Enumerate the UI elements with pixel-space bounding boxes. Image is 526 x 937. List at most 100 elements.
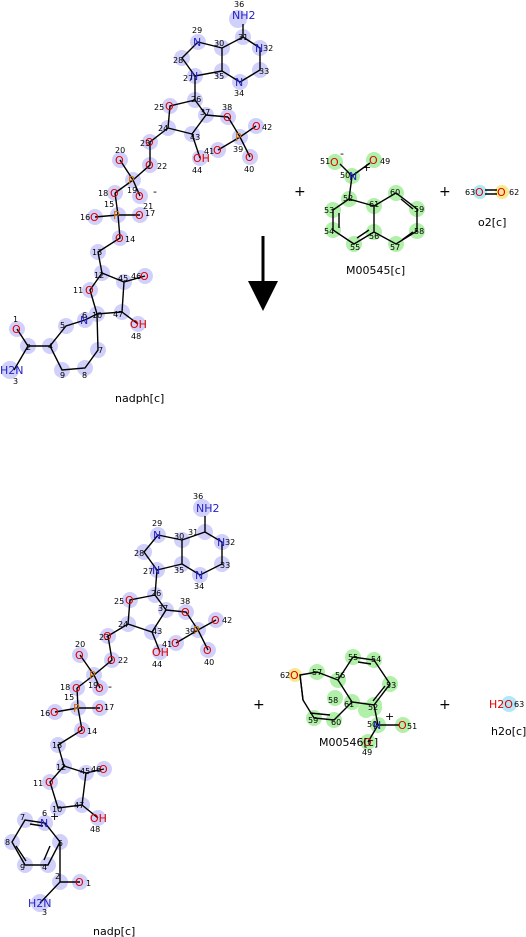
svg-text:O: O bbox=[171, 637, 180, 650]
svg-text:44: 44 bbox=[152, 660, 162, 669]
svg-text:O: O bbox=[90, 211, 99, 224]
svg-text:59: 59 bbox=[308, 716, 318, 725]
svg-text:O: O bbox=[45, 776, 54, 789]
svg-text:O: O bbox=[85, 284, 94, 297]
svg-text:50: 50 bbox=[340, 171, 350, 180]
svg-text:+: + bbox=[362, 161, 371, 174]
svg-text:55: 55 bbox=[348, 653, 358, 662]
svg-text:N: N bbox=[235, 76, 243, 89]
svg-text:55: 55 bbox=[350, 243, 360, 252]
svg-text:O: O bbox=[140, 270, 149, 283]
svg-text:47: 47 bbox=[113, 310, 123, 319]
svg-text:54: 54 bbox=[371, 655, 381, 664]
svg-text:H2N: H2N bbox=[28, 897, 52, 910]
svg-text:31: 31 bbox=[238, 33, 248, 42]
svg-text:48: 48 bbox=[131, 332, 141, 341]
svg-text:40: 40 bbox=[204, 658, 214, 667]
svg-text:29: 29 bbox=[152, 519, 162, 528]
svg-text:O: O bbox=[99, 763, 108, 776]
svg-text:9: 9 bbox=[60, 371, 65, 380]
svg-text:41: 41 bbox=[204, 147, 214, 156]
svg-text:28: 28 bbox=[173, 56, 183, 65]
svg-text:40: 40 bbox=[244, 165, 254, 174]
h2n-label: H2N bbox=[0, 364, 24, 377]
svg-text:57: 57 bbox=[390, 243, 400, 252]
svg-text:45: 45 bbox=[80, 767, 90, 776]
svg-text:N: N bbox=[152, 564, 160, 577]
svg-text:O: O bbox=[77, 724, 86, 737]
svg-text:O: O bbox=[145, 159, 154, 172]
svg-text:P: P bbox=[193, 624, 200, 637]
svg-text:36: 36 bbox=[193, 492, 203, 501]
svg-text:25: 25 bbox=[154, 103, 164, 112]
m00545-name: M00545[c] bbox=[346, 264, 405, 277]
svg-text:OH: OH bbox=[90, 812, 107, 825]
o2-structure: O O 63 62 bbox=[465, 185, 519, 199]
svg-text:43: 43 bbox=[152, 627, 162, 636]
svg-text:P: P bbox=[128, 174, 135, 187]
svg-text:O: O bbox=[330, 156, 339, 169]
nadph-name: nadph[c] bbox=[115, 392, 164, 405]
svg-text:37: 37 bbox=[158, 604, 168, 613]
svg-text:N: N bbox=[195, 569, 203, 582]
nadph-structure: NH2 N N N N O O P O O O OH O O P O O O P… bbox=[0, 0, 273, 386]
svg-text:38: 38 bbox=[180, 597, 190, 606]
svg-text:-: - bbox=[108, 656, 112, 669]
svg-text:20: 20 bbox=[115, 146, 125, 155]
svg-text:33: 33 bbox=[220, 561, 230, 570]
svg-text:62: 62 bbox=[280, 671, 290, 680]
svg-text:34: 34 bbox=[234, 89, 244, 98]
svg-text:54: 54 bbox=[324, 227, 334, 236]
svg-text:42: 42 bbox=[222, 616, 232, 625]
svg-text:O: O bbox=[252, 120, 261, 133]
svg-text:53: 53 bbox=[324, 206, 334, 215]
svg-text:1: 1 bbox=[86, 879, 91, 888]
svg-text:N: N bbox=[193, 36, 201, 49]
svg-text:47: 47 bbox=[74, 801, 84, 810]
m00545-structure: N O O - + 51 49 50 52 53 54 55 56 61 60 … bbox=[320, 147, 425, 252]
svg-text:60: 60 bbox=[390, 188, 400, 197]
svg-text:O: O bbox=[115, 232, 124, 245]
svg-text:O: O bbox=[95, 682, 104, 695]
svg-text:O: O bbox=[75, 649, 84, 662]
svg-text:62: 62 bbox=[509, 188, 519, 197]
svg-text:P: P bbox=[113, 209, 120, 222]
svg-text:46: 46 bbox=[91, 765, 101, 774]
svg-text:53: 53 bbox=[386, 681, 396, 690]
svg-text:59: 59 bbox=[414, 205, 424, 214]
svg-text:50: 50 bbox=[367, 720, 377, 729]
h2o-label: H2O bbox=[489, 698, 513, 711]
svg-text:31: 31 bbox=[188, 528, 198, 537]
svg-text:OH: OH bbox=[193, 152, 210, 165]
svg-text:61: 61 bbox=[369, 200, 379, 209]
svg-text:39: 39 bbox=[185, 627, 195, 636]
svg-text:24: 24 bbox=[118, 620, 128, 629]
svg-text:20: 20 bbox=[75, 640, 85, 649]
svg-text:36: 36 bbox=[234, 0, 244, 9]
svg-text:27: 27 bbox=[183, 74, 193, 83]
svg-text:35: 35 bbox=[174, 566, 184, 575]
m00546-structure: O N O O + 62 57 56 55 54 53 61 58 59 60 … bbox=[280, 649, 417, 757]
svg-text:1: 1 bbox=[13, 315, 18, 324]
svg-text:7: 7 bbox=[20, 813, 25, 822]
svg-text:11: 11 bbox=[33, 779, 43, 788]
svg-text:O: O bbox=[107, 654, 116, 667]
svg-text:15: 15 bbox=[104, 200, 114, 209]
h2o-structure: H2O 63 bbox=[489, 696, 524, 712]
svg-text:OH: OH bbox=[130, 318, 147, 331]
svg-text:2: 2 bbox=[26, 343, 31, 352]
svg-text:56: 56 bbox=[335, 671, 345, 680]
svg-text:48: 48 bbox=[90, 825, 100, 834]
plus-sign: + bbox=[439, 697, 451, 713]
nh2-label: NH2 bbox=[232, 9, 256, 22]
svg-text:14: 14 bbox=[87, 727, 97, 736]
svg-text:N: N bbox=[153, 529, 161, 542]
svg-text:O: O bbox=[110, 187, 119, 200]
svg-text:17: 17 bbox=[104, 703, 114, 712]
svg-text:26: 26 bbox=[191, 95, 201, 104]
svg-text:14: 14 bbox=[125, 235, 135, 244]
plus-sign: + bbox=[294, 184, 306, 200]
svg-text:16: 16 bbox=[40, 709, 50, 718]
svg-text:57: 57 bbox=[312, 668, 322, 677]
svg-text:6: 6 bbox=[42, 809, 47, 818]
